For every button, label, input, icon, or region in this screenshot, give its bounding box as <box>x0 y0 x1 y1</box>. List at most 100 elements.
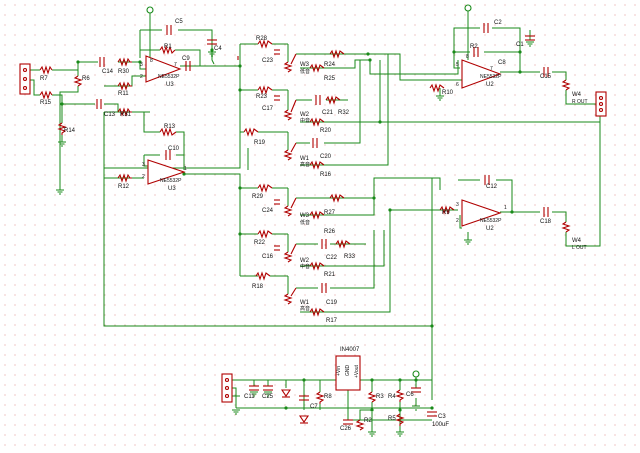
label-c13: C13 <box>104 112 116 118</box>
label-w2b: W2 <box>300 258 310 264</box>
label-w3a-sub: 低音 <box>300 68 310 75</box>
wires <box>30 12 601 432</box>
label-reg-vout: +Vout <box>354 364 360 378</box>
label-w3b-sub: 低音 <box>300 219 310 226</box>
label-r20: R20 <box>320 128 332 134</box>
label-u3a-ref: U3 <box>166 82 174 88</box>
label-c3-value: 100uF <box>432 422 449 428</box>
op-amps <box>145 55 502 227</box>
label-r30: R30 <box>118 69 130 75</box>
label-c1: C1 <box>516 42 524 48</box>
label-r8: R8 <box>324 394 332 400</box>
pin-label: 1 <box>504 205 507 211</box>
pin-label: 7 <box>174 62 177 68</box>
label-c24: C24 <box>262 208 274 214</box>
label-c12: C12 <box>486 184 498 190</box>
label-u2b-ref: U2 <box>486 226 494 232</box>
label-w4b-sub: L OUT <box>572 245 587 251</box>
capacitors <box>96 23 549 425</box>
supply-symbols <box>146 4 472 383</box>
label-r2: R2 <box>364 418 372 424</box>
label-c15: C15 <box>540 74 552 80</box>
label-c25: C25 <box>262 394 274 400</box>
pin-label: 3 <box>142 162 145 168</box>
label-r6: R6 <box>82 76 90 82</box>
label-r3: R3 <box>376 394 384 400</box>
pin-label: 2 <box>456 218 459 224</box>
label-r29: R29 <box>252 194 264 200</box>
label-r27: R27 <box>324 210 336 216</box>
label-u2a-part: NE5532P <box>480 74 502 80</box>
label-in4007: IN4007 <box>340 347 360 353</box>
label-r2-top: R2 <box>470 44 478 50</box>
label-w1b-sub: 高音 <box>300 305 310 312</box>
potentiometers <box>283 53 297 305</box>
label-c6: C6 <box>406 392 414 398</box>
junction-dots <box>60 48 522 412</box>
pin-label: 8 <box>150 58 153 64</box>
pin-label: 3 <box>140 62 143 68</box>
label-r24: R24 <box>324 62 336 68</box>
label-c20: C20 <box>320 154 332 160</box>
label-r21: R21 <box>324 272 336 278</box>
pin-label: 1 <box>184 166 187 172</box>
label-c9: C9 <box>182 56 190 62</box>
regulator-pins: +Vin GND +Vout <box>336 364 360 378</box>
label-c10: C10 <box>168 146 180 152</box>
label-u3b-part: NE5532P <box>160 178 182 184</box>
label-c18: C18 <box>540 219 552 225</box>
label-r10: R10 <box>442 90 454 96</box>
label-r26: R26 <box>324 229 336 235</box>
label-u3b-ref: U3 <box>168 186 176 192</box>
label-r4: R4 <box>388 394 396 400</box>
label-u2b-part: NE5532P <box>480 218 502 224</box>
label-c19: C19 <box>326 300 338 306</box>
label-w2a: W2 <box>300 112 310 118</box>
pin-label: 6 <box>456 82 459 88</box>
label-r32: R32 <box>338 110 350 116</box>
label-r14: R14 <box>64 128 76 134</box>
pin-label: 3 <box>456 202 459 208</box>
label-c7: C7 <box>310 404 318 410</box>
label-r25: R25 <box>324 76 336 82</box>
label-r16: R16 <box>320 172 332 178</box>
label-r13: R13 <box>164 124 176 130</box>
output-connector <box>595 91 607 117</box>
label-c23: C23 <box>262 58 274 64</box>
label-r33: R33 <box>344 254 356 260</box>
op-amp-pin-labels: 3 2 7 8 3 2 1 5 6 7 8 3 2 1 <box>140 54 507 224</box>
label-reg-gnd: GND <box>345 365 351 377</box>
label-r5: R5 <box>388 416 396 422</box>
label-w1a: W1 <box>300 156 310 162</box>
label-u2a-ref: U2 <box>486 82 494 88</box>
label-c16: C16 <box>262 254 274 260</box>
label-r28: R28 <box>256 36 268 42</box>
label-r18: R18 <box>252 284 264 290</box>
label-r31: R31 <box>120 112 132 118</box>
label-c2: C2 <box>494 20 502 26</box>
label-c14: C14 <box>102 69 114 75</box>
pin-label: 2 <box>142 174 145 180</box>
label-c11: C11 <box>244 394 255 400</box>
label-w4a-sub: R OUT <box>572 99 588 105</box>
pin-label: 8 <box>466 54 469 60</box>
pin-label: 2 <box>140 74 143 80</box>
label-w3a: W3 <box>300 62 310 68</box>
label-r23: R23 <box>256 94 268 100</box>
label-w2b-sub: 中音 <box>300 263 310 270</box>
pin-label: 7 <box>490 66 493 72</box>
label-c22: C22 <box>326 255 338 261</box>
label-w1a-sub: 高音 <box>300 161 310 168</box>
label-u3a-part: NE5532P <box>158 74 180 80</box>
label-r19: R19 <box>254 140 266 146</box>
component-labels: R7 R6 R15 R14 C14 R30 R11 C13 R31 C5 R1 … <box>40 19 588 432</box>
voltage-regulator <box>335 355 361 391</box>
resistors <box>39 39 571 431</box>
label-w4a: W4 <box>572 92 582 98</box>
label-r7: R7 <box>40 76 48 82</box>
label-c4: C4 <box>214 46 222 52</box>
label-w1b: W1 <box>300 300 310 306</box>
label-r22: R22 <box>254 240 266 246</box>
label-r12: R12 <box>118 184 130 190</box>
